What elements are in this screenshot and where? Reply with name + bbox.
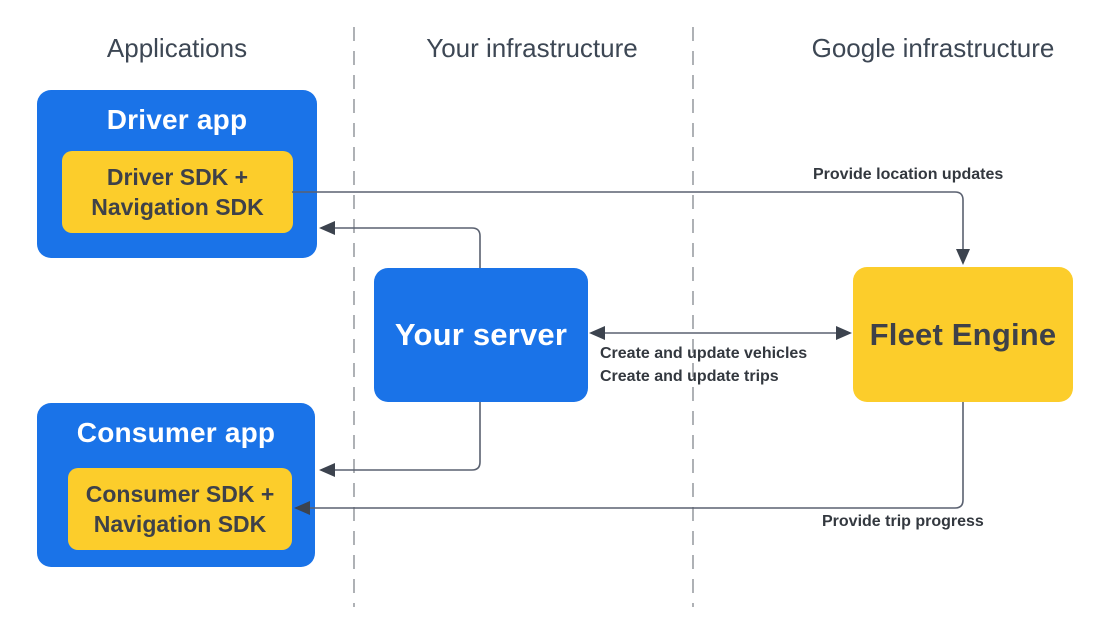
edge-label-trip-progress: Provide trip progress <box>822 513 984 530</box>
edge-server-fleet-left-arrowhead <box>589 326 605 340</box>
driver-sdk-label-line1: Driver SDK + <box>106 163 249 190</box>
driver-sdk-label-line2: Navigation SDK <box>91 194 264 220</box>
column-header-applications: Applications <box>106 33 248 63</box>
node-consumer-app: Consumer app Consumer SDK + Navigation S… <box>37 403 315 567</box>
edge-label-create-update-trips: Create and update trips <box>600 368 779 385</box>
your-server-title: Your server <box>394 317 568 352</box>
edge-server-to-driver-arrowhead <box>319 221 335 235</box>
node-consumer-sdk: Consumer SDK + Navigation SDK <box>68 468 292 550</box>
edge-server-to-consumer <box>335 402 481 471</box>
edge-server-to-consumer-arrowhead <box>319 463 335 477</box>
edge-server-to-driver <box>335 227 481 268</box>
column-header-your-infrastructure: Your infrastructure <box>426 33 638 63</box>
edge-label-create-update-vehicles: Create and update vehicles <box>600 345 808 362</box>
edge-server-fleet-right-arrowhead <box>836 326 852 340</box>
edge-location-updates-arrowhead <box>956 249 970 265</box>
node-driver-app: Driver app Driver SDK + Navigation SDK <box>37 90 317 258</box>
consumer-sdk-label-line2: Navigation SDK <box>93 511 267 537</box>
driver-app-title: Driver app <box>106 104 248 135</box>
node-fleet-engine: Fleet Engine <box>853 267 1073 402</box>
node-your-server: Your server <box>374 268 588 402</box>
edge-label-location-updates: Provide location updates <box>813 166 1004 183</box>
column-header-google-infrastructure: Google infrastructure <box>811 33 1055 63</box>
consumer-sdk-label-line1: Consumer SDK + <box>85 480 275 507</box>
node-driver-sdk: Driver SDK + Navigation SDK <box>62 151 293 233</box>
fleet-engine-title: Fleet Engine <box>869 316 1057 352</box>
edge-location-updates <box>292 191 964 249</box>
edge-trip-progress <box>310 402 964 509</box>
consumer-app-title: Consumer app <box>76 417 276 448</box>
